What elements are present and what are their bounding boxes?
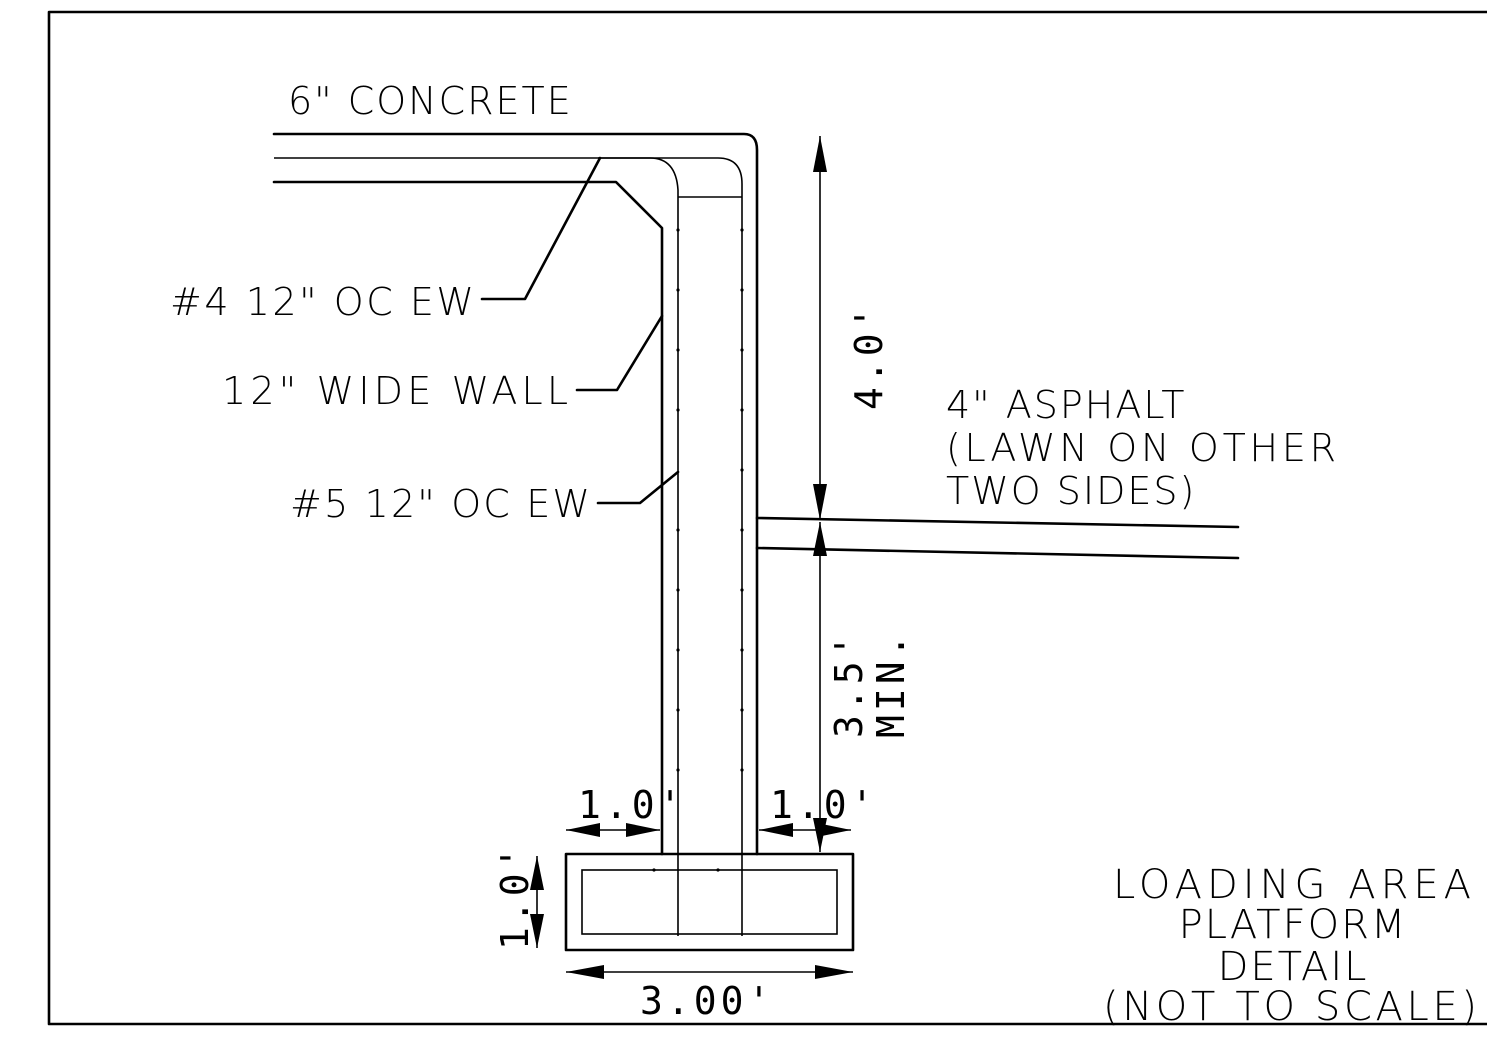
dim-arrow-left-icon bbox=[759, 823, 793, 837]
dim-arrow-right-icon bbox=[815, 965, 853, 979]
dim-arrow-left-icon bbox=[566, 823, 600, 837]
dim-text-depth: 3.5' bbox=[827, 630, 871, 738]
leader-rebar-5 bbox=[596, 470, 680, 505]
dim-arrow-up-icon bbox=[530, 856, 544, 890]
label-rebar-5: #5 12" OC EW bbox=[290, 482, 592, 526]
dim-arrow-right-icon bbox=[817, 823, 851, 837]
label-asphalt-line1: 4" ASPHALT bbox=[946, 383, 1187, 427]
label-wall: 12" WIDE WALL bbox=[222, 369, 570, 413]
leader-rebar-4 bbox=[480, 156, 602, 301]
dim-arrow-up-icon bbox=[813, 136, 827, 172]
footing-inner-rebar bbox=[581, 869, 838, 935]
dim-text-wall-height: 4.0' bbox=[847, 302, 891, 410]
label-concrete: 6" CONCRETE bbox=[288, 79, 573, 123]
slab-top-edge bbox=[272, 132, 759, 856]
dim-text-depth-note: MIN. bbox=[869, 630, 913, 738]
dim-arrow-down-icon bbox=[813, 484, 827, 520]
label-asphalt-line3: TWO SIDES) bbox=[946, 469, 1196, 513]
label-asphalt-line2: (LAWN ON OTHER bbox=[946, 426, 1338, 470]
title-line-2: PLATFORM bbox=[1179, 902, 1408, 948]
dim-text-footing-thickness: 1.0' bbox=[493, 842, 537, 950]
title-line-4: (NOT TO SCALE) bbox=[1103, 984, 1479, 1030]
dim-arrow-left-icon bbox=[566, 965, 604, 979]
dim-text-right-offset: 1.0' bbox=[770, 783, 878, 827]
label-rebar-4: #4 12" OC EW bbox=[170, 280, 476, 324]
dim-text-left-offset: 1.0' bbox=[578, 783, 686, 827]
rebar-dots bbox=[652, 228, 744, 872]
asphalt-top-edge bbox=[755, 516, 1240, 529]
dim-arrow-right-icon bbox=[626, 823, 660, 837]
asphalt-bottom-edge bbox=[755, 546, 1240, 560]
wall-rebar-curve-outer bbox=[598, 157, 679, 936]
sheet-border bbox=[47, 10, 1487, 1026]
dim-arrow-up-icon bbox=[813, 522, 827, 556]
slab-bottom-edge bbox=[272, 180, 664, 856]
leader-wall bbox=[575, 314, 664, 392]
slab-rebar-line bbox=[274, 157, 743, 197]
dim-text-footing-width: 3.00' bbox=[640, 979, 774, 1023]
dim-arrow-down-icon bbox=[530, 914, 544, 948]
footing-outer bbox=[564, 852, 855, 952]
title-line-3: DETAIL bbox=[1218, 944, 1369, 990]
